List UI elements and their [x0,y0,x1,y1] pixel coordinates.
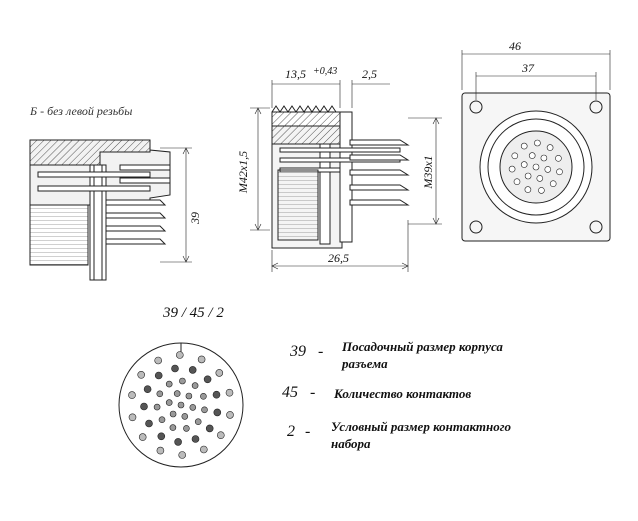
legend-text-2: Количество контактов [334,386,472,401]
front-pin [508,165,516,173]
legend-num-2: 45 [282,384,298,401]
dim-width-inner: 37 [521,61,535,75]
dim-thread-length: 13,5 [285,67,306,81]
face-pin [143,385,152,394]
front-pin [524,172,532,180]
contact-face-pins [128,351,234,459]
face-pin [183,425,190,432]
dim-height-left: 39 [188,212,202,225]
face-pin [174,438,182,446]
face-pin [140,402,148,411]
face-pin [226,411,234,419]
face-pin [189,404,197,411]
face-pin [154,371,163,380]
face-pin [153,403,161,411]
face-pin [181,413,189,420]
face-pin [191,382,199,389]
dim-m42: M42x1,5 [236,151,250,194]
front-pin [524,186,532,193]
front-pin [546,144,554,151]
face-pin [156,446,165,455]
face-pin [156,390,164,398]
product-code: 39 / 45 / 2 [163,305,224,321]
legend-text-1: Посадочный размер корпуса разъема [342,339,503,371]
face-pin [177,401,185,409]
front-pin [534,139,541,147]
dim-flange: 2,5 [362,67,377,81]
face-pin [212,390,221,399]
face-pin [194,418,202,426]
legend-num-1: 39 [290,343,306,360]
face-pin [157,432,166,441]
face-pin [185,392,193,400]
dim-m39: M39x1 [421,155,435,189]
legend-dash-2: - [310,384,316,401]
face-pin [128,391,136,399]
side-view-middle [250,80,442,272]
face-pin [173,390,181,397]
front-pin [520,161,528,168]
face-pin [200,445,208,454]
legend-text-3: Условный размер контактного набора [331,419,512,451]
face-pin [215,369,224,377]
front-view-pins [508,139,563,194]
face-pin [165,380,173,388]
face-pin [137,370,145,379]
face-pin [145,419,153,428]
face-pin [128,413,137,422]
face-pin [225,388,234,397]
face-pin [200,392,207,400]
face-pin [165,399,173,406]
legend-dash-1: - [318,343,324,360]
front-pin [513,178,521,185]
front-pin [549,180,557,187]
face-pin [169,424,177,431]
front-pin [532,163,540,171]
front-pin [540,154,548,162]
face-pin [171,364,179,373]
front-pin [544,166,552,173]
legend-dash-3: - [305,423,311,440]
face-pin [169,410,177,418]
dim-width-outer: 46 [509,39,521,53]
front-pin [538,187,545,194]
face-pin [197,355,206,364]
front-pin [556,168,563,176]
face-pin [179,377,186,385]
front-pin [555,155,562,162]
face-pin [217,431,225,440]
face-pin [188,366,197,374]
face-pin [138,433,147,441]
front-pin [520,142,528,150]
face-pin [201,406,208,414]
face-pin [158,416,166,424]
front-pin [511,152,519,160]
face-pin [203,375,212,384]
dim-length: 26,5 [328,251,349,265]
face-pin [178,451,186,459]
face-pin [154,356,162,365]
side-view-left [29,139,192,281]
dim-thread-tolerance: +0,43 [313,66,337,77]
note-text: Б - без левой резьбы [30,104,133,118]
face-pin [205,424,214,433]
face-pin [213,408,222,417]
front-pin [536,175,544,182]
legend-num-3: 2 [287,423,295,440]
face-pin [176,351,184,359]
face-pin [191,435,200,443]
front-pin [528,152,536,159]
